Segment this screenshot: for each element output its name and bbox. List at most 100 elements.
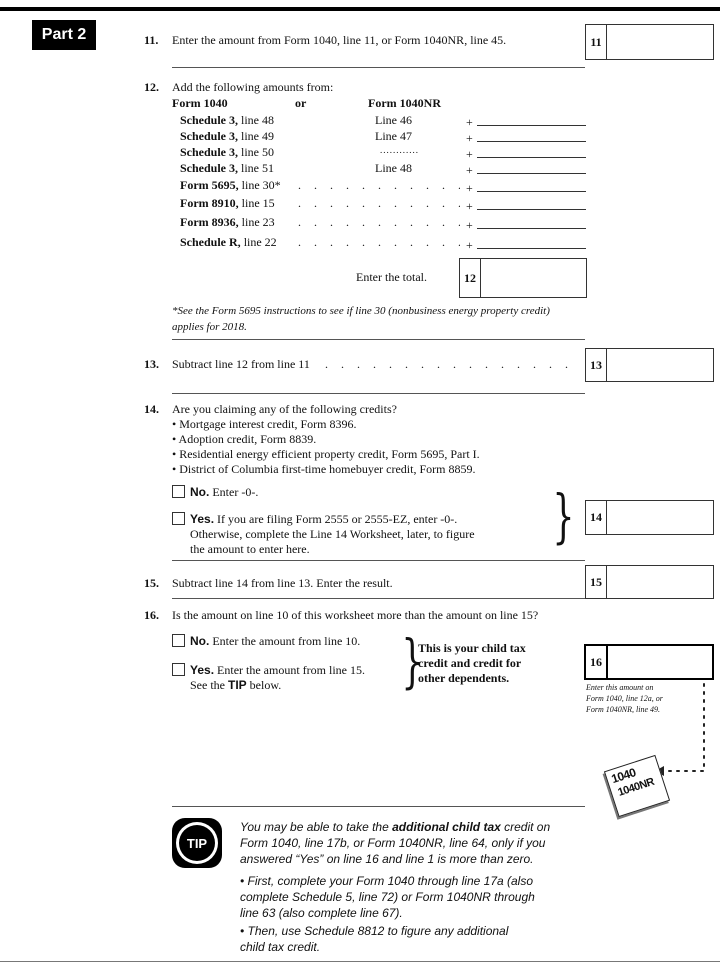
leader-dots: . . . . . . . . . . . . . — [298, 178, 460, 192]
line-14-box-label: 14 — [586, 501, 607, 534]
line-12-total-label: Enter the total. — [356, 270, 427, 284]
line-15-box-label: 15 — [586, 566, 607, 598]
line-11-number: 11. — [144, 33, 159, 47]
line-16-no-checkbox[interactable] — [172, 634, 185, 647]
divider — [172, 806, 585, 807]
divider — [172, 560, 585, 561]
line-14-yes-text: the amount to enter here. — [190, 542, 310, 556]
line-12-intro: Add the following amounts from: — [172, 80, 334, 94]
plus-sign: + — [466, 163, 473, 177]
line-12-row-source: Schedule 3, line 49 — [180, 129, 275, 143]
line-12-box-label: 12 — [460, 259, 481, 297]
brace-icon: } — [401, 627, 424, 695]
tip-text: line 63 (also complete line 67). — [240, 906, 403, 920]
line-13-text: Subtract line 12 from line 11 — [172, 357, 310, 371]
line-12-row-source: Form 8936, line 23 — [180, 215, 275, 229]
bottom-rule — [0, 961, 720, 962]
line-16-note: Enter this amount on — [586, 683, 654, 692]
or-text: or — [295, 96, 307, 110]
tip-text: answered “Yes” on line 16 and line 1 is … — [240, 852, 534, 866]
line-13-entry-box[interactable]: 13 — [585, 348, 714, 382]
line-12-number: 12. — [144, 80, 159, 94]
divider — [172, 67, 585, 68]
result-text: credit and credit for — [418, 656, 522, 670]
line-16-question: Is the amount on line 10 of this workshe… — [172, 608, 539, 622]
line-12-footnote: *See the Form 5695 instructions to see i… — [172, 305, 550, 333]
plus-sign: + — [466, 199, 473, 213]
line-14-bullet: • Adoption credit, Form 8839. — [172, 432, 317, 446]
line-16-entry-box[interactable]: 16 — [584, 644, 714, 680]
line-16-note: Form 1040, line 12a, or — [586, 694, 663, 703]
line-14-yes-option: Yes. If you are filing Form 2555 or 2555… — [190, 512, 458, 526]
line-12-amount-field[interactable] — [477, 248, 586, 249]
line-16-number: 16. — [144, 608, 159, 622]
leader-dots: . . . . . . . . . . . . . — [298, 215, 460, 229]
line-12-amount-field[interactable] — [477, 209, 586, 210]
line-14-yes-text: Otherwise, complete the Line 14 Workshee… — [190, 527, 475, 541]
tip-text: Form 1040, line 17b, or Form 1040NR, lin… — [240, 836, 546, 850]
line-14-number: 14. — [144, 402, 159, 416]
line-16-box-label: 16 — [586, 646, 608, 678]
plus-sign: + — [466, 131, 473, 145]
tip-paragraph: You may be able to take the additional c… — [240, 820, 551, 834]
line-12-row-nr: Line 47 — [375, 129, 412, 143]
plus-sign: + — [466, 238, 473, 252]
divider — [172, 598, 585, 599]
line-12-row-source: Schedule 3, line 48 — [180, 113, 275, 127]
divider — [172, 393, 585, 394]
line-14-bullet: • District of Columbia first-time homebu… — [172, 462, 476, 476]
line-12-amount-field[interactable] — [477, 173, 586, 174]
line-12-row-source: Schedule R, line 22 — [180, 235, 277, 249]
plus-sign: + — [466, 218, 473, 232]
line-14-bullet: • Mortgage interest credit, Form 8396. — [172, 417, 357, 431]
line-12-row-source: Form 8910, line 15 — [180, 196, 275, 210]
line-14-entry-box[interactable]: 14 — [585, 500, 714, 535]
leader-dots: . . . . . . . . . . . . . — [298, 196, 460, 210]
leader-dots: . . . . . . . . . . . . . — [298, 235, 460, 249]
line-14-no-option: No. Enter -0-. — [190, 485, 259, 499]
plus-sign: + — [466, 115, 473, 129]
tip-bullet: • First, complete your Form 1040 through… — [240, 874, 534, 888]
line-12-amount-field[interactable] — [477, 228, 586, 229]
line-13-number: 13. — [144, 357, 159, 371]
line-12-amount-field[interactable] — [477, 157, 586, 158]
line-15-text: Subtract line 14 from line 13. Enter the… — [172, 576, 393, 590]
line-12-amount-field[interactable] — [477, 141, 586, 142]
form-1040nr-heading: Form 1040NR — [368, 96, 441, 110]
tip-bullet: • Then, use Schedule 8812 to figure any … — [240, 924, 509, 938]
tip-icon: TIP — [179, 825, 215, 861]
top-rule — [0, 7, 720, 11]
form-1040-heading: Form 1040 — [172, 96, 228, 110]
line-16-see-tip: See the TIP below. — [190, 678, 282, 692]
line-12-row-source: Form 5695, line 30* — [180, 178, 281, 192]
line-12-amount-field[interactable] — [477, 191, 586, 192]
result-text: This is your child tax — [418, 641, 526, 655]
line-15-entry-box[interactable]: 15 — [585, 565, 714, 599]
tip-badge: TIP — [172, 818, 222, 868]
line-14-question: Are you claiming any of the following cr… — [172, 402, 397, 416]
divider — [172, 339, 585, 340]
line-12-amount-field[interactable] — [477, 125, 586, 126]
line-11-text: Enter the amount from Form 1040, line 11… — [172, 33, 507, 47]
tip-text: child tax credit. — [240, 940, 321, 954]
line-12-row-source: Schedule 3, line 51 — [180, 161, 275, 175]
line-15-number: 15. — [144, 576, 159, 590]
part-badge: Part 2 — [32, 20, 96, 50]
brace-icon: } — [552, 482, 575, 550]
line-12-entry-box[interactable]: 12 — [459, 258, 587, 298]
line-16-yes-option: Yes. Enter the amount from line 15. — [190, 663, 365, 677]
line-11-box-label: 11 — [586, 25, 607, 59]
line-16-yes-checkbox[interactable] — [172, 663, 185, 676]
line-11-entry-box[interactable]: 11 — [585, 24, 714, 60]
leader-dots: . . . . . . . . . . . . . . . . . . . . … — [325, 357, 577, 371]
line-14-yes-checkbox[interactable] — [172, 512, 185, 525]
line-16-no-option: No. Enter the amount from line 10. — [190, 634, 361, 648]
line-12-row-nr: ............ — [380, 145, 419, 155]
line-12-row-source: Schedule 3, line 50 — [180, 145, 275, 159]
line-14-no-checkbox[interactable] — [172, 485, 185, 498]
result-text: other dependents. — [418, 671, 510, 685]
tip-text: complete Schedule 5, line 72) or Form 10… — [240, 890, 535, 904]
plus-sign: + — [466, 147, 473, 161]
line-12-row-nr: Line 48 — [375, 161, 412, 175]
line-13-box-label: 13 — [586, 349, 607, 381]
